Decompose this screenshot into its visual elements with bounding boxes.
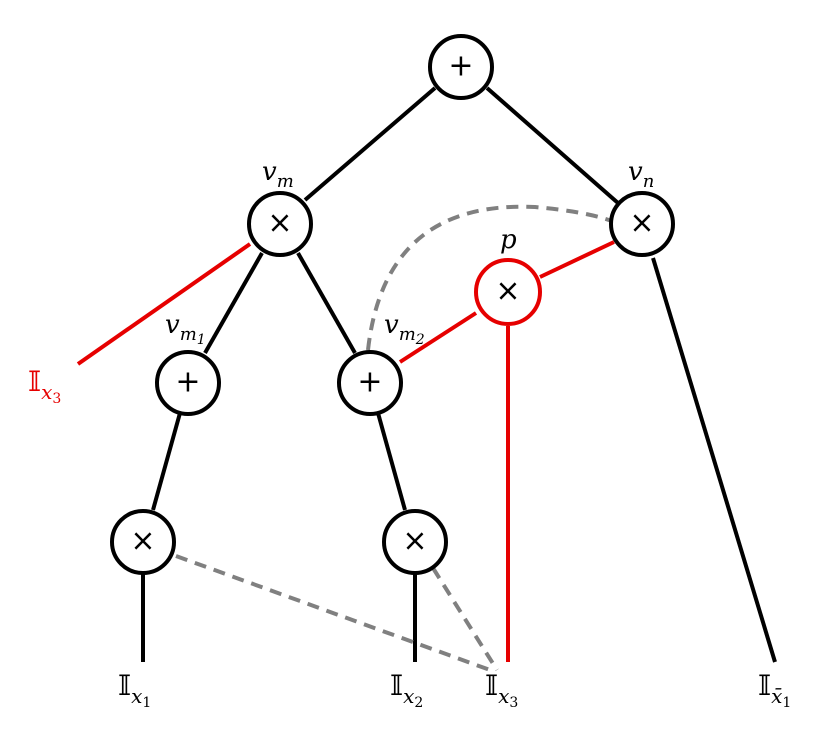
leaf-red-x3: 𝕀x3 <box>28 365 61 407</box>
vm1-op: + <box>175 365 200 400</box>
label-vm1: vm1 <box>165 310 206 348</box>
edge-vm2-t2 <box>376 412 407 511</box>
leaf-xbar1: 𝕀x̄1 <box>758 669 791 711</box>
label-vm: vm <box>262 157 294 192</box>
node-vm1: + <box>155 350 221 416</box>
edge-vm1-t1 <box>151 412 182 511</box>
node-vn: × <box>609 191 675 257</box>
edge-dashed-t1-x3 <box>175 554 491 672</box>
label-p: p <box>500 225 517 255</box>
node-vm2: + <box>337 350 403 416</box>
vn-op: × <box>629 206 654 241</box>
vm2-op: + <box>357 365 382 400</box>
edge-vm-vm2 <box>296 252 357 354</box>
node-root: + <box>428 34 494 100</box>
edge-root-vm <box>303 86 437 202</box>
leaf-x3: 𝕀x3 <box>485 669 518 711</box>
edge-vm-vm1 <box>203 252 264 354</box>
edge-red-vm-x3 <box>76 242 252 366</box>
t2-op: × <box>402 524 427 559</box>
edge-dashed-t2-x3 <box>431 566 499 672</box>
root-op: + <box>448 49 473 84</box>
node-p: × <box>474 258 542 326</box>
edge-red-vn-p <box>539 240 615 279</box>
label-vm2: vm2 <box>384 310 425 348</box>
node-vm: × <box>247 191 313 257</box>
edge-root-vn <box>485 86 620 205</box>
p-op: × <box>495 274 520 309</box>
node-t1: × <box>110 509 176 575</box>
edge-dashed-vm2-vn <box>366 204 615 351</box>
leaf-x1: 𝕀x1 <box>118 669 151 711</box>
node-t2: × <box>382 509 448 575</box>
edge-vn-xbar1 <box>651 257 777 663</box>
leaf-x2: 𝕀x2 <box>390 669 423 711</box>
vm-op: × <box>267 206 292 241</box>
edge-red-p-vm2 <box>398 311 478 364</box>
label-vn: vn <box>628 157 654 192</box>
t1-op: × <box>130 524 155 559</box>
